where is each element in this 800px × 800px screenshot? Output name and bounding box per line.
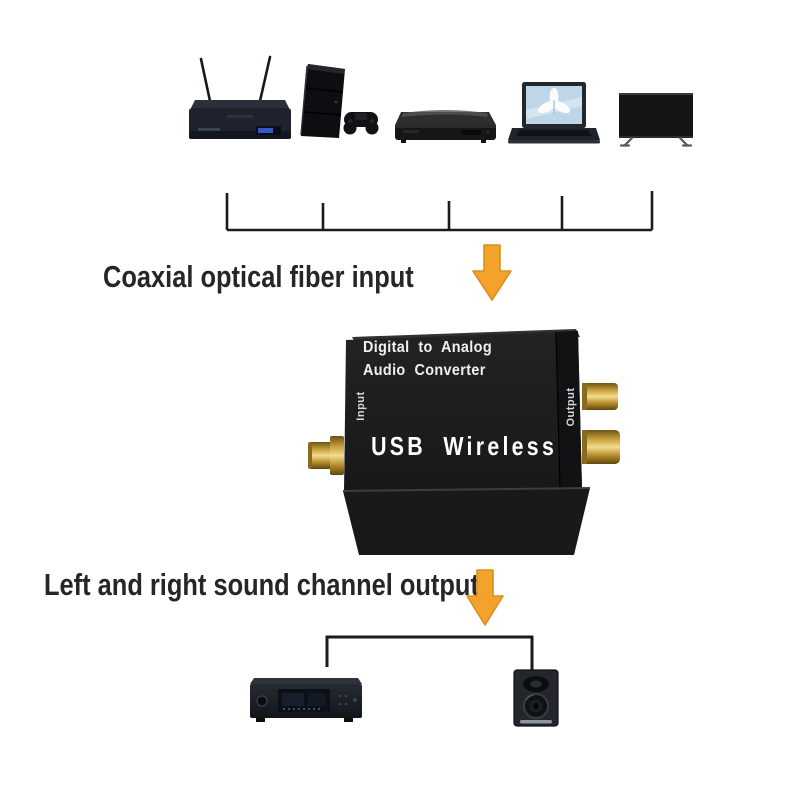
gamepad-icon <box>343 112 379 135</box>
converter-model-label: USB Wireless <box>371 431 558 461</box>
down-arrow-icon <box>466 569 504 626</box>
input-caption: Coaxial optical fiber input <box>103 259 414 294</box>
laptop-icon <box>508 82 600 144</box>
converter-title: Digital to Analog Audio Converter <box>363 336 492 382</box>
tv-box-icon <box>189 55 291 139</box>
output-bracket-line <box>325 635 534 673</box>
tv-icon <box>619 93 693 147</box>
game-console-icon <box>300 64 379 138</box>
dvd-player-icon <box>395 110 496 143</box>
converter-title-line1: Digital to Analog <box>363 339 492 356</box>
leaf-icon <box>537 88 571 114</box>
output-port-label: Output <box>565 387 577 427</box>
converter-device <box>308 329 620 555</box>
converter-front-face <box>344 331 582 491</box>
converter-title-line2: Audio Converter <box>363 362 486 379</box>
av-receiver-icon <box>250 678 362 722</box>
rca-output-jack-top <box>582 383 618 410</box>
speaker-icon <box>513 669 559 727</box>
input-port-label: Input <box>355 391 367 421</box>
converter-side-panel <box>556 331 582 490</box>
down-arrow-icon <box>472 244 512 301</box>
input-bracket-line <box>225 191 654 232</box>
rca-output-jack-bottom <box>582 430 620 464</box>
coaxial-input-jack <box>308 436 344 475</box>
converter-base <box>343 488 590 555</box>
output-caption: Left and right sound channel output <box>44 567 479 602</box>
